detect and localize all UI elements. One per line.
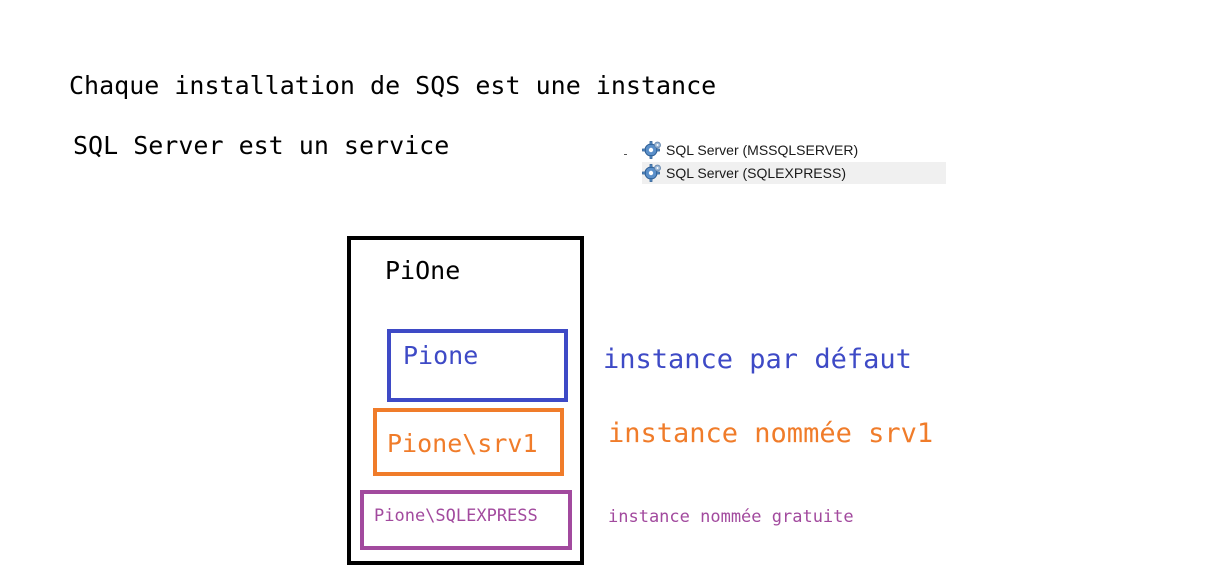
instance-name-default: Pione bbox=[403, 341, 479, 370]
tree-tick bbox=[624, 154, 627, 155]
instance-name-sqlexpress: Pione\SQLEXPRESS bbox=[374, 506, 538, 526]
intro-line-instances: Chaque installation de SQS est une insta… bbox=[69, 71, 717, 100]
gear-icon bbox=[642, 164, 661, 182]
intro-line-service: SQL Server est un service bbox=[73, 131, 450, 160]
host-container-box bbox=[347, 236, 584, 565]
instance-box-srv1 bbox=[373, 408, 564, 476]
instance-box-default bbox=[387, 329, 568, 402]
gear-icon bbox=[642, 141, 661, 159]
services-list-snippet: SQL Server (MSSQLSERVER) SQL Server (SQL… bbox=[620, 138, 946, 188]
service-row-mssqlserver[interactable]: SQL Server (MSSQLSERVER) bbox=[642, 139, 946, 161]
instance-name-srv1: Pione\srv1 bbox=[387, 429, 538, 458]
service-row-sqlexpress[interactable]: SQL Server (SQLEXPRESS) bbox=[642, 162, 946, 184]
instance-description-default: instance par défaut bbox=[603, 344, 912, 375]
instance-box-sqlexpress bbox=[360, 490, 572, 550]
service-label: SQL Server (SQLEXPRESS) bbox=[666, 165, 846, 181]
instance-description-sqlexpress: instance nommée gratuite bbox=[608, 507, 854, 527]
instance-description-srv1: instance nommée srv1 bbox=[608, 418, 934, 449]
service-label: SQL Server (MSSQLSERVER) bbox=[666, 142, 859, 158]
host-name: PiOne bbox=[385, 256, 461, 285]
